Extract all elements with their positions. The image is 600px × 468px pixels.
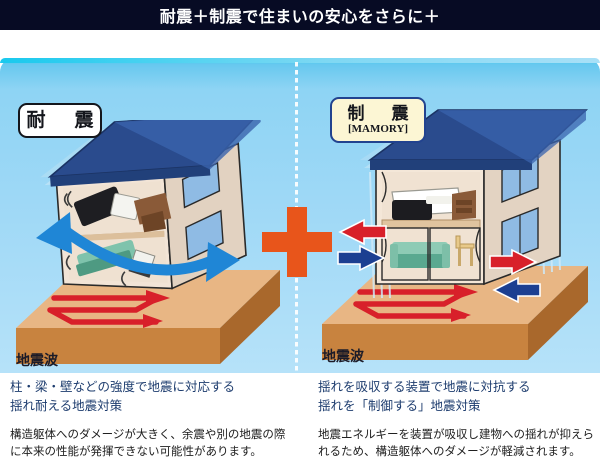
- right-damper-arrows: [486, 246, 546, 315]
- caption-left-lead: 柱・梁・壁などの強度で地震に対応する 揺れ耐える地震対策: [10, 378, 290, 417]
- damper-arrow-red-right: [489, 248, 538, 276]
- label-seishin-product: [MAMORY]: [347, 122, 409, 135]
- label-seishin-text: 制 震: [347, 103, 414, 123]
- caption-right-body-line2: れるため、構造躯体へのダメージが軽減されます。: [318, 446, 581, 458]
- right-house-illustration: [330, 108, 592, 318]
- left-damper-arrows: [334, 216, 390, 279]
- caption-right-lead: 揺れを吸収する装置で地震に対抗する 揺れを「制御する」地震対策: [318, 378, 598, 417]
- caption-right-body: 地震エネルギーを装置が吸収し建物への揺れが抑えら れるため、構造躯体へのダメージ…: [318, 427, 598, 462]
- left-house-illustration: [18, 120, 278, 320]
- label-taishin-text: 耐 震: [26, 109, 99, 131]
- label-seishin: 制 震 [MAMORY]: [330, 97, 426, 143]
- caption-right-lead-line1: 揺れを吸収する装置で地震に対抗する: [318, 380, 531, 394]
- caption-column-left: 柱・梁・壁などの強度で地震に対応する 揺れ耐える地震対策 構造躯体へのダメージが…: [10, 378, 290, 461]
- caption-left-body-line1: 構造躯体へのダメージが大きく、余震や別の地震の際: [10, 428, 286, 441]
- caption-column-right: 揺れを吸収する装置で地震に対抗する 揺れを「制御する」地震対策 地震エネルギーを…: [318, 378, 598, 461]
- damper-arrow-blue-right: [337, 244, 386, 272]
- caption-left-body: 構造躯体へのダメージが大きく、余震や別の地震の際 に本来の性能が発揮できない可能…: [10, 427, 290, 462]
- illustration-panel: 耐 震 地震波: [0, 30, 600, 375]
- caption-left-lead-line1: 柱・梁・壁などの強度で地震に対応する: [10, 380, 236, 394]
- page-title: 耐震＋制震で住まいの安心をさらに＋: [159, 9, 441, 26]
- page-title-bar: 耐震＋制震で住まいの安心をさらに＋: [0, 0, 600, 30]
- damper-arrow-red-left: [338, 218, 387, 246]
- captions-area: 柱・梁・壁などの強度で地震に対応する 揺れ耐える地震対策 構造躯体へのダメージが…: [0, 378, 600, 468]
- caption-left-lead-line2: 揺れ耐える地震対策: [10, 399, 123, 414]
- sky-highlight-band: [0, 58, 600, 63]
- damper-arrow-blue-left: [492, 276, 541, 304]
- sway-arrow: [36, 212, 240, 282]
- caption-left-body-line2: に本来の性能が発揮できない可能性があります。: [10, 446, 262, 458]
- right-seismic-wave-label: 地震波: [322, 348, 364, 364]
- caption-right-body-line1: 地震エネルギーを装置が吸収し建物への揺れが抑えら: [318, 428, 594, 441]
- plus-icon: [262, 207, 332, 277]
- left-seismic-wave-label: 地震波: [16, 352, 58, 368]
- label-taishin: 耐 震: [18, 103, 102, 138]
- caption-right-lead-line2: 揺れを「制御する」地震対策: [318, 399, 481, 414]
